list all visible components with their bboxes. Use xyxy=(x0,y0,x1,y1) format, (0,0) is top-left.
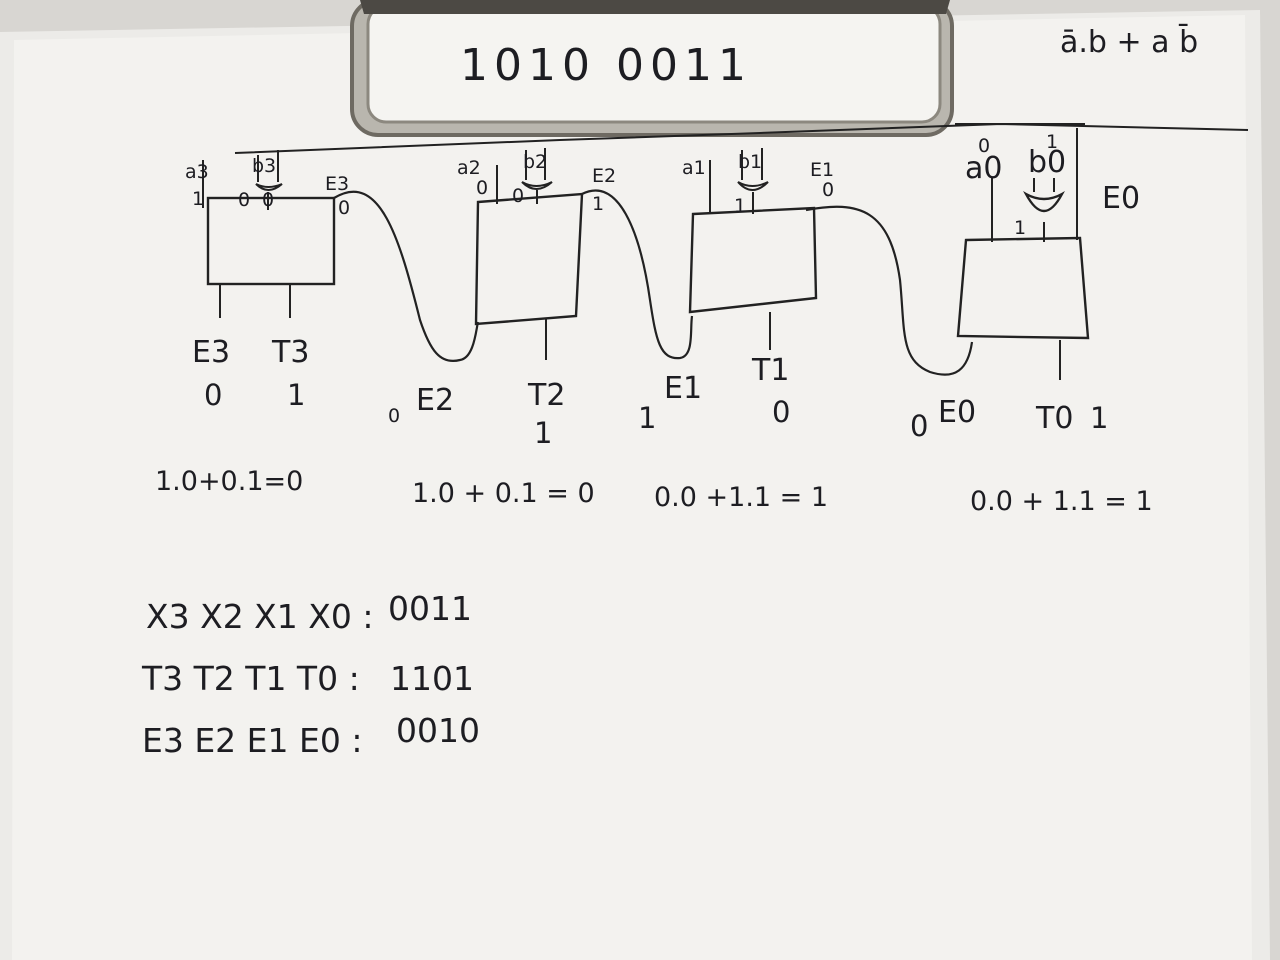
equation-stage-1: 0.0 +1.1 = 1 xyxy=(654,482,828,513)
xor-gate-2 xyxy=(521,181,553,190)
equation-stage-0: 0.0 + 1.1 = 1 xyxy=(970,486,1153,517)
gate3-bit-2: 0 xyxy=(262,189,274,211)
label-t0-out: T0 xyxy=(1035,401,1073,436)
label-b2: b2 xyxy=(523,151,547,173)
label-e3-in: E3 xyxy=(325,173,349,195)
stage-3: a3 1 b3 0 0 E3 0 E3 T3 0 1 xyxy=(185,150,350,412)
summary: X3 X2 X1 X0 : 0011 T3 T2 T1 T0 : 1101 E3… xyxy=(141,589,480,760)
bit-t1-out: 0 xyxy=(772,395,790,429)
stage-3-block xyxy=(206,196,336,286)
stage-2: a2 0 b2 0 E2 1 E2 0 T2 1 xyxy=(388,148,616,450)
formula: ā.b + a b̄ xyxy=(1060,24,1198,60)
bit-e3-in: 0 xyxy=(338,197,350,219)
label-e0-in: E0 xyxy=(1102,181,1140,216)
bit-e2-out: 0 xyxy=(388,405,400,427)
summary-e-value: 0010 xyxy=(396,711,480,750)
stage-2-block xyxy=(474,192,584,326)
label-b3: b3 xyxy=(252,155,276,177)
summary-x-value: 0011 xyxy=(388,589,472,628)
gate3-bit-1: 0 xyxy=(238,189,250,211)
bit-t0-out: 1 xyxy=(1090,401,1108,435)
bit-e1-out: 1 xyxy=(638,401,656,435)
equation-stage-2: 1.0 + 0.1 = 0 xyxy=(412,478,595,509)
xor-gate-3 xyxy=(255,183,283,191)
stage-0: a0 0 b0 1 1 E0 E0 0 T0 1 xyxy=(910,128,1140,443)
bit-a2: 0 xyxy=(476,177,488,199)
label-t1-out: T1 xyxy=(751,353,789,388)
label-a0: a0 xyxy=(965,151,1002,186)
equation-stage-3: 1.0+0.1=0 xyxy=(155,466,303,497)
label-e1-out: E1 xyxy=(664,371,702,406)
summary-e-label: E3 E2 E1 E0 : xyxy=(142,721,362,760)
gate1-bit-1: 1 xyxy=(734,195,746,217)
xor-gate-0 xyxy=(1023,190,1065,213)
bit-t2-out: 1 xyxy=(534,416,552,450)
clipboard-clip xyxy=(350,0,954,137)
label-e2-in: E2 xyxy=(592,165,616,187)
label-e3-out: E3 xyxy=(192,335,230,370)
stage-1: a1 b1 1 E1 0 E1 1 T1 0 xyxy=(638,148,834,435)
label-e1-in: E1 xyxy=(810,159,834,181)
label-b1: b1 xyxy=(738,151,762,173)
gate0-bit-1: 1 xyxy=(1014,217,1026,239)
bit-b0: 1 xyxy=(1046,131,1058,153)
clipboard-note: 1010 0011 xyxy=(460,40,752,91)
label-e2-out: E2 xyxy=(416,383,454,418)
summary-t-value: 1101 xyxy=(390,659,474,698)
label-a3: a3 xyxy=(185,161,209,183)
label-b0: b0 xyxy=(1028,145,1066,180)
label-a1: a1 xyxy=(682,157,706,179)
stage-1-block xyxy=(688,206,818,314)
bit-e2-in: 1 xyxy=(592,193,604,215)
bit-a0: 0 xyxy=(978,135,990,157)
xor-gate-1 xyxy=(737,181,769,191)
gate2-bit-1: 0 xyxy=(512,185,524,207)
bit-e0-out: 0 xyxy=(910,409,928,443)
label-t3-out: T3 xyxy=(271,335,309,370)
stage-0-block xyxy=(956,236,1090,340)
summary-t-label: T3 T2 T1 T0 : xyxy=(141,659,360,698)
bit-a3: 1 xyxy=(192,188,204,210)
label-e0-out: E0 xyxy=(938,395,976,430)
bit-t3-out: 1 xyxy=(287,378,305,412)
label-t2-out: T2 xyxy=(527,378,565,413)
label-a2: a2 xyxy=(457,157,481,179)
bit-e3-out: 0 xyxy=(204,378,222,412)
summary-x-label: X3 X2 X1 X0 : xyxy=(146,597,374,636)
bit-e1-in: 0 xyxy=(822,179,834,201)
